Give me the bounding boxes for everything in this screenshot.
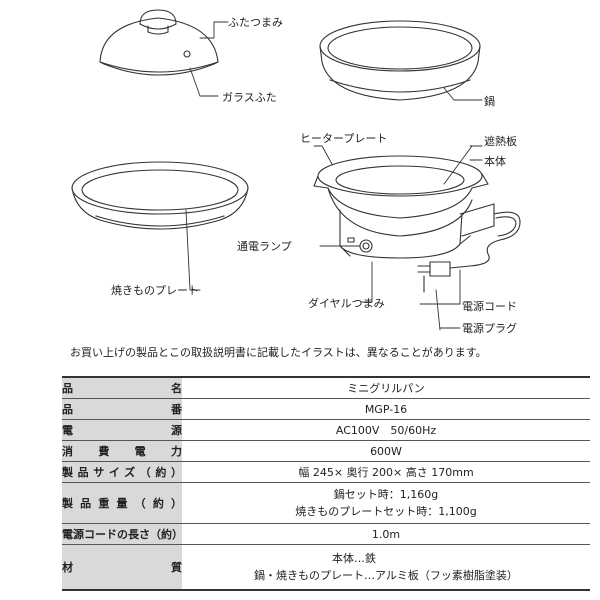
spec-row-cord-length: 電源コードの長さ（約） 1.0m: [62, 523, 590, 545]
spec-key: 消費電力: [62, 440, 182, 462]
spec-key: 電源: [62, 419, 182, 441]
spec-row-product-name: 品名 ミニグリルパン: [62, 376, 590, 399]
grill-plate-illustration: [71, 161, 249, 230]
label-power-lamp: 通電ランプ: [237, 240, 292, 253]
label-heat-shield: 遮熱板: [484, 135, 517, 148]
label-power-cord: 電源コード: [462, 300, 517, 313]
main-unit-illustration: [313, 155, 521, 293]
spec-row-power-consumption: 消費電力 600W: [62, 440, 590, 462]
spec-value: 幅 245× 奥行 200× 高さ 170mm: [182, 461, 590, 483]
spec-key: 材質: [62, 544, 182, 591]
spec-value: 1.0m: [182, 523, 590, 545]
label-main-body: 本体: [484, 155, 506, 168]
spec-value: 600W: [182, 440, 590, 462]
spec-value: 本体…鉄 鍋・焼きものプレート…アルミ板（フッ素樹脂塗装）: [182, 544, 590, 591]
spec-row-power-source: 電源 AC100V 50/60Hz: [62, 419, 590, 441]
spec-row-material: 材質 本体…鉄 鍋・焼きものプレート…アルミ板（フッ素樹脂塗装）: [62, 544, 590, 591]
spec-key: 製品重量（約）: [62, 482, 182, 524]
spec-row-weight: 製品重量（約） 鍋セット時：1,160g 焼きものプレートセット時：1,100g: [62, 482, 590, 524]
label-dial-knob: ダイヤルつまみ: [308, 297, 385, 310]
label-glass-lid: ガラスふた: [222, 91, 277, 104]
spec-value: MGP-16: [182, 398, 590, 420]
spec-value: AC100V 50/60Hz: [182, 419, 590, 441]
spec-row-model-number: 品番 MGP-16: [62, 398, 590, 420]
spec-value-line: 焼きものプレートセット時：1,100g: [295, 505, 477, 518]
spec-key: 電源コードの長さ（約）: [62, 523, 183, 545]
product-parts-diagram: [71, 9, 521, 331]
spec-key: 品名: [62, 376, 182, 399]
spec-value-line: 鍋セット時：1,160g: [333, 488, 439, 501]
label-power-plug: 電源プラグ: [462, 322, 517, 335]
spec-key: 製品サイズ（約）: [62, 461, 182, 483]
label-grill-plate: 焼きものプレート: [111, 284, 199, 297]
spec-value: ミニグリルパン: [182, 376, 590, 399]
label-pot: 鍋: [484, 95, 495, 108]
pot-illustration: [319, 20, 481, 101]
spec-value: 鍋セット時：1,160g 焼きものプレートセット時：1,100g: [182, 482, 590, 524]
specifications-table: 品名 ミニグリルパン 品番 MGP-16 電源 AC100V 50/60Hz 消…: [62, 376, 590, 591]
label-heater-plate: ヒータープレート: [300, 132, 388, 145]
label-lid-knob: ふたつまみ: [228, 16, 283, 29]
leader-lines: [185, 21, 483, 331]
glass-lid-illustration: [99, 9, 219, 76]
illustration-disclaimer: お買い上げの製品とこの取扱説明書に記載したイラストは、異なることがあります。: [70, 346, 487, 359]
spec-value-line: 鍋・焼きものプレート…アルミ板（フッ素樹脂塗装）: [254, 569, 518, 582]
spec-key: 品番: [62, 398, 182, 420]
spec-row-size: 製品サイズ（約） 幅 245× 奥行 200× 高さ 170mm: [62, 461, 590, 483]
spec-value-line: 本体…鉄: [332, 552, 376, 565]
